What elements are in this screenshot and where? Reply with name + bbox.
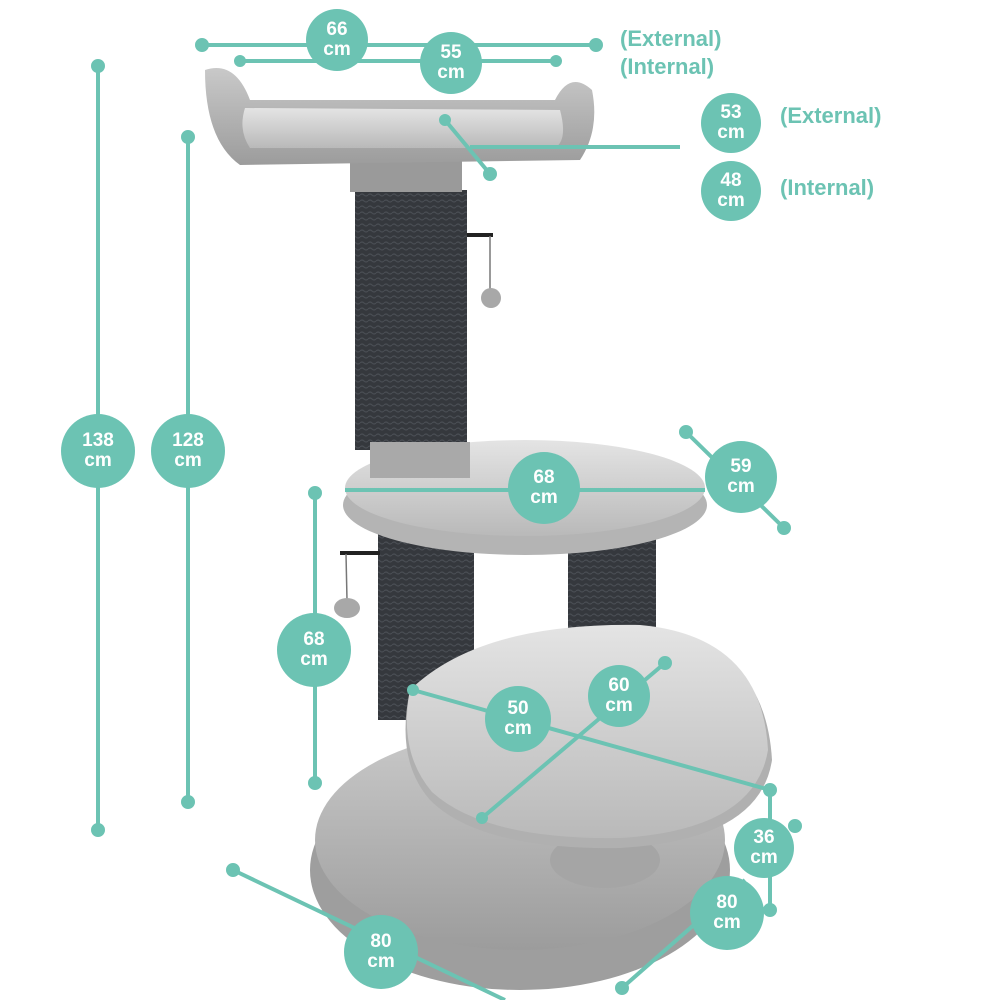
label-top-internal: (Internal) bbox=[620, 54, 715, 79]
badge-base-depth: 80 cm bbox=[690, 876, 764, 950]
badge-top-width-internal: 55 cm bbox=[420, 32, 482, 94]
label-top-external: (External) bbox=[620, 26, 722, 51]
badge-lower-width: 50 cm bbox=[485, 686, 551, 752]
badge-middle-width: 68 cm bbox=[508, 452, 580, 524]
badge-lower-depth: 60 cm bbox=[588, 665, 650, 727]
badge-middle-height: 68 cm bbox=[277, 613, 351, 687]
badge-top-width-external: 66 cm bbox=[306, 9, 368, 71]
label-depth-internal: (Internal) bbox=[780, 175, 875, 200]
upper-sisal-post bbox=[355, 190, 467, 450]
badge-lower-height: 36 cm bbox=[734, 818, 794, 878]
upper-hanging-toy bbox=[467, 233, 501, 308]
badge-total-height: 138 cm bbox=[61, 414, 135, 488]
lower-platform bbox=[405, 624, 772, 849]
badge-top-depth-internal: 48 cm bbox=[701, 161, 761, 221]
badge-top-platform-height: 128 cm bbox=[151, 414, 225, 488]
top-cradle-perch bbox=[205, 68, 595, 165]
label-depth-external: (External) bbox=[780, 103, 882, 128]
badge-middle-depth: 59 cm bbox=[705, 441, 777, 513]
lower-hanging-toy bbox=[334, 551, 380, 618]
upper-post-bottom-collar bbox=[370, 442, 470, 478]
badge-top-depth-external: 53 cm bbox=[701, 93, 761, 153]
badge-base-width: 80 cm bbox=[344, 915, 418, 989]
